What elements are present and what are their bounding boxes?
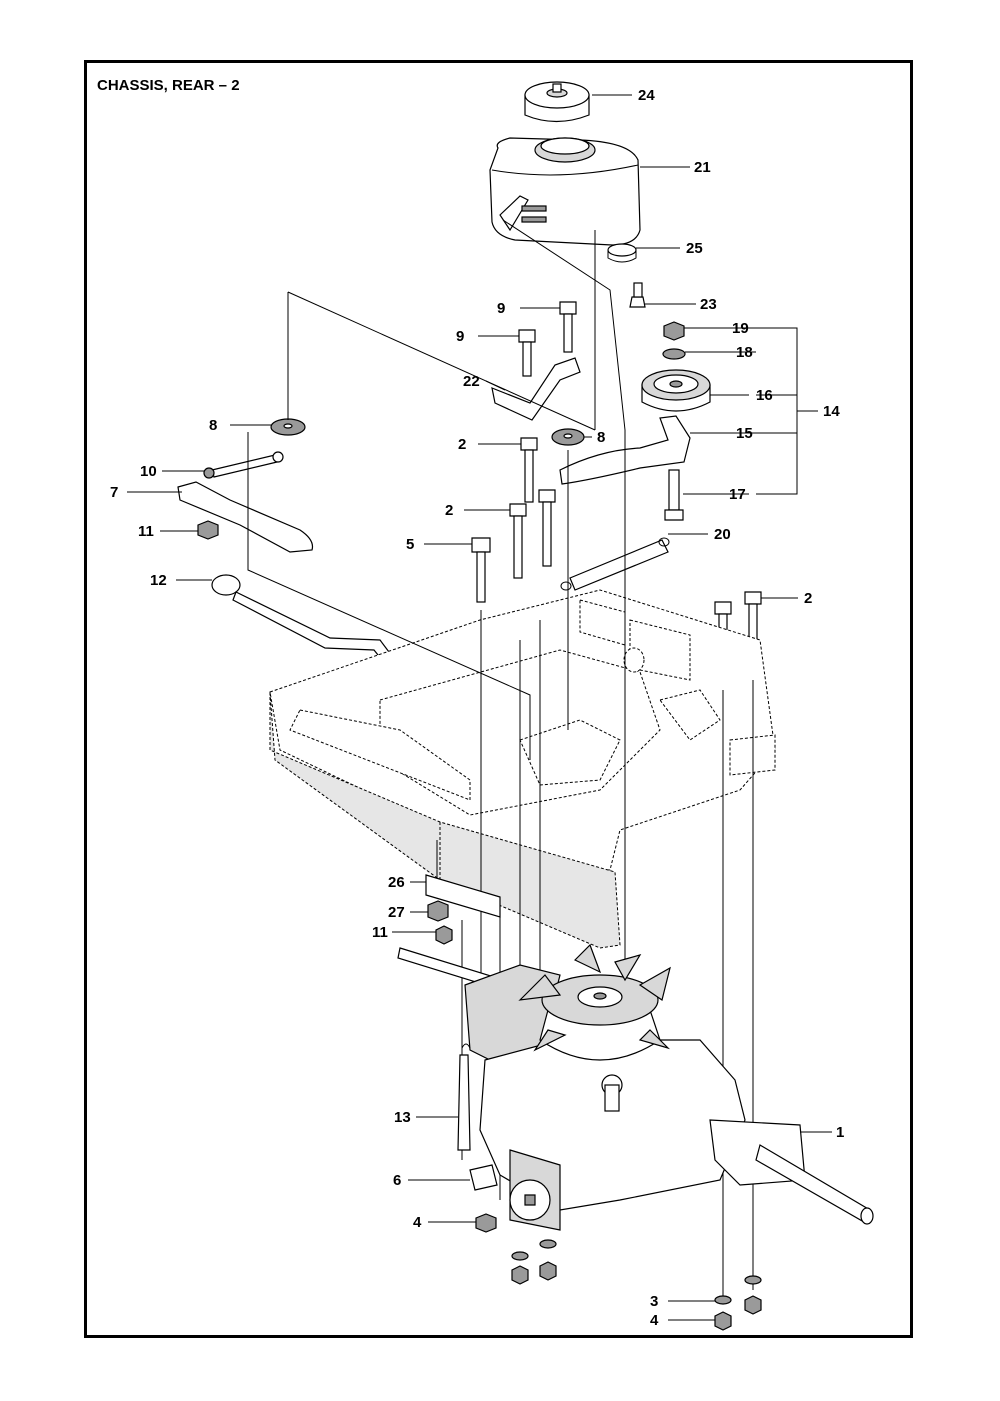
callout-6: 6 (393, 1172, 401, 1189)
bottom-hardware-left (511, 1239, 557, 1285)
pulley-16 (641, 369, 711, 412)
nut-27 (427, 900, 449, 922)
plate-6 (469, 1164, 498, 1191)
callout-9a: 9 (497, 300, 505, 317)
callout-14: 14 (823, 403, 840, 420)
bolt-17 (664, 469, 684, 521)
callout-24: 24 (638, 87, 655, 104)
callout-11b: 11 (372, 924, 388, 941)
nut-11b (435, 925, 453, 945)
callout-7: 7 (110, 484, 118, 501)
lever-7 (177, 481, 314, 553)
callout-20: 20 (714, 526, 731, 543)
callout-18: 18 (736, 344, 753, 361)
nut-4b (714, 1311, 732, 1331)
bolt-9a (559, 301, 577, 353)
callout-10: 10 (140, 463, 157, 480)
diagram-title: CHASSIS, REAR – 2 (97, 77, 240, 94)
callout-8b: 8 (597, 429, 605, 446)
link-rod-10 (203, 451, 284, 479)
bolt-9b (518, 329, 536, 377)
callout-12: 12 (150, 572, 167, 589)
callout-2c: 2 (804, 590, 812, 607)
callout-25: 25 (686, 240, 703, 257)
callout-leaders (127, 94, 832, 1321)
bolt-2b (509, 503, 527, 579)
callout-16: 16 (756, 387, 773, 404)
bottom-hardware-right (744, 1275, 762, 1315)
callout-4a: 4 (413, 1214, 422, 1231)
callout-22: 22 (463, 373, 480, 390)
callout-4b: 4 (650, 1312, 659, 1329)
callout-2b: 2 (445, 502, 453, 519)
callout-17: 17 (729, 486, 746, 503)
fuel-tank (489, 137, 641, 246)
callout-5: 5 (406, 536, 414, 553)
callout-2a: 2 (458, 436, 466, 453)
nut-11a (197, 520, 219, 540)
nut-19 (663, 321, 685, 341)
spacer-26 (425, 874, 501, 918)
chassis-phantom (269, 589, 776, 949)
callout-23: 23 (700, 296, 717, 313)
callout-9b: 9 (456, 328, 464, 345)
callout-26: 26 (388, 874, 405, 891)
hose-clamp (607, 243, 637, 263)
fuel-cap (524, 81, 590, 123)
bracket-22 (491, 357, 581, 421)
callout-3: 3 (650, 1293, 658, 1310)
callout-13: 13 (394, 1109, 411, 1126)
callout-1: 1 (836, 1124, 844, 1141)
bolt-2e (744, 591, 762, 671)
bolt-2a (520, 437, 538, 503)
bolt-5 (471, 537, 491, 603)
washer-8b (551, 428, 585, 446)
washer-18 (662, 348, 686, 360)
transaxle-1 (397, 943, 874, 1231)
screw-23 (629, 282, 646, 308)
callout-15: 15 (736, 425, 753, 442)
nut-4a (475, 1213, 497, 1233)
washer-8a (270, 418, 306, 436)
callout-19: 19 (732, 320, 749, 337)
callout-27: 27 (388, 904, 405, 921)
callout-11a: 11 (138, 523, 154, 540)
page-frame (84, 60, 913, 1338)
spring-20 (560, 537, 670, 591)
callout-21: 21 (694, 159, 711, 176)
callout-8a: 8 (209, 417, 217, 434)
spring-13 (457, 1043, 471, 1160)
callout-labels: 24 21 25 23 9 9 19 18 22 16 14 8 8 15 2 … (110, 87, 844, 1329)
washer-3 (714, 1295, 732, 1305)
bolt-2c (538, 489, 556, 567)
